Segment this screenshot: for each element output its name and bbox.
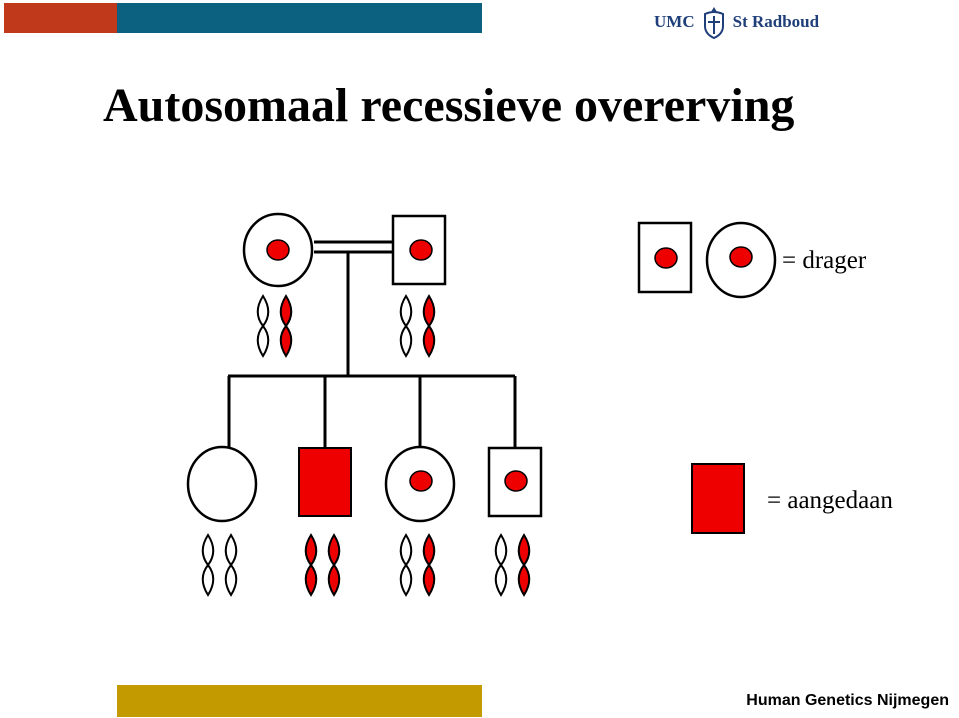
mother-carrier bbox=[242, 212, 314, 288]
father-carrier bbox=[391, 214, 447, 286]
footer-text: Human Genetics Nijmegen bbox=[746, 692, 949, 709]
legend-affected-square bbox=[691, 463, 745, 534]
child4-chromosome-pair bbox=[494, 534, 531, 596]
legend-carrier-label: = drager bbox=[782, 247, 867, 274]
pedigree-lines bbox=[227, 240, 517, 448]
legend-affected-label: = aangedaan bbox=[767, 487, 893, 514]
child-daughter-unaffected bbox=[186, 445, 258, 523]
father-chromosome-pair bbox=[399, 295, 436, 357]
header-bar-orange bbox=[4, 3, 117, 33]
header-bar-teal bbox=[117, 3, 482, 33]
legend-carrier-circle bbox=[705, 221, 777, 299]
child1-chromosome-pair bbox=[201, 534, 238, 596]
mother-chromosome-pair bbox=[256, 295, 293, 357]
umc-st-radboud-logo: UMC St Radboud bbox=[654, 4, 819, 40]
child-son-carrier bbox=[487, 446, 543, 518]
logo-umc-text: UMC bbox=[654, 12, 695, 31]
legend-carrier-square bbox=[637, 221, 693, 294]
child-daughter-carrier bbox=[384, 445, 456, 523]
slide-title: Autosomaal recessieve overerving bbox=[103, 79, 795, 132]
radboud-crest-icon bbox=[703, 7, 724, 39]
logo-st-radboud-text: St Radboud bbox=[732, 12, 820, 31]
child3-chromosome-pair bbox=[399, 534, 436, 596]
child2-chromosome-pair bbox=[304, 534, 341, 596]
child-son-affected bbox=[298, 447, 352, 517]
footer-bar-gold bbox=[117, 685, 482, 717]
